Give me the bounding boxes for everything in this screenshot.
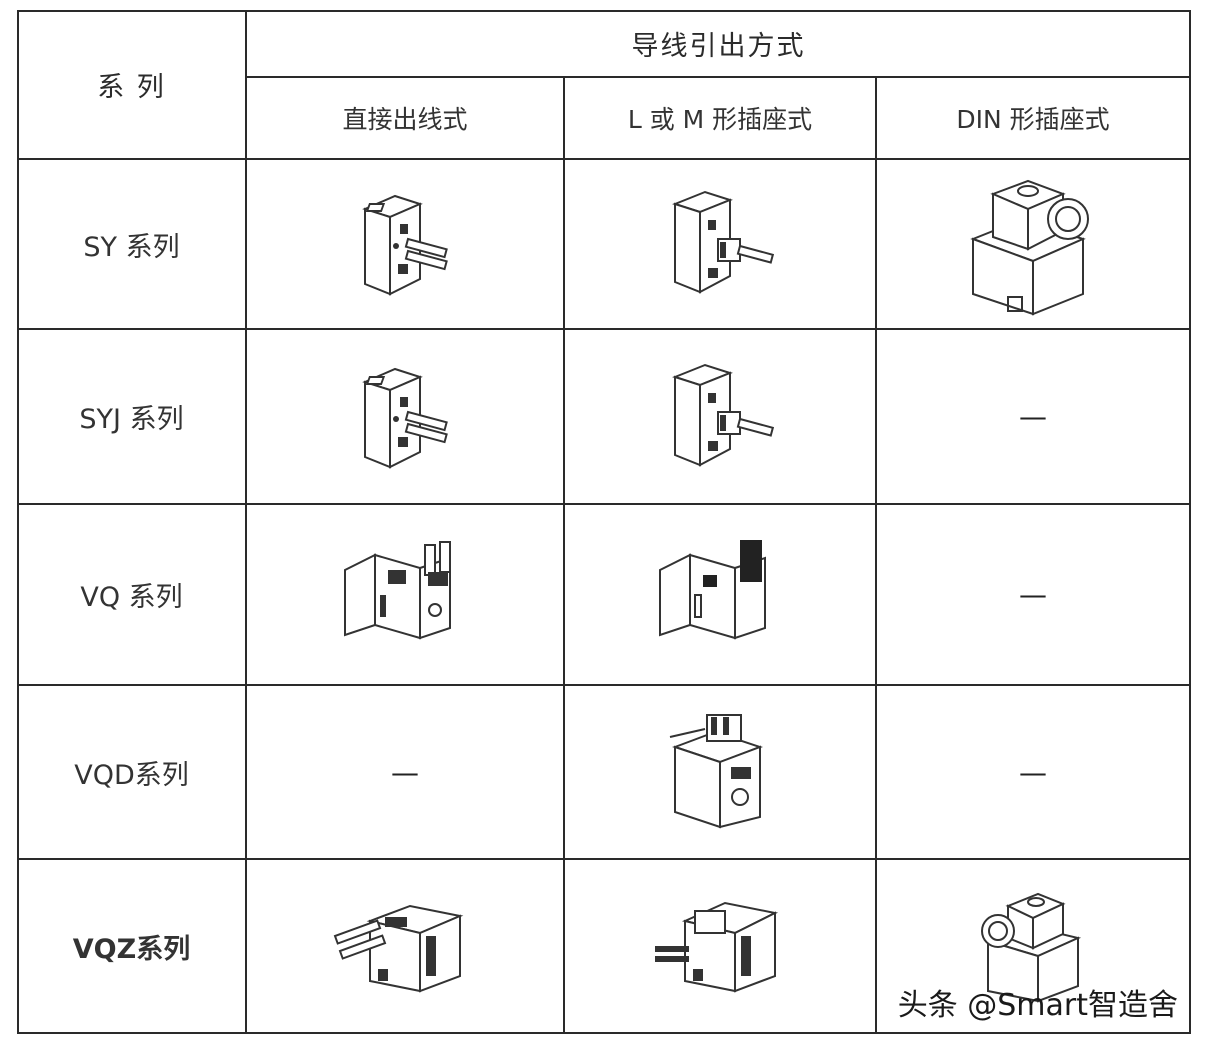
series-cell: SYJ 系列 [17, 330, 246, 503]
group-header-cell: 导线引出方式 [246, 10, 1191, 76]
column-header-label: DIN 形插座式 [956, 105, 1110, 134]
series-header-cell: 系 列 [17, 10, 246, 158]
table-cell-empty: — [246, 686, 564, 858]
table-cell-empty: — [876, 686, 1190, 858]
series-header: 系 列 [97, 71, 166, 103]
row-divider [17, 684, 1191, 686]
series-cell: VQD系列 [17, 686, 246, 858]
dash-mark: — [1019, 755, 1047, 789]
table-cell [876, 860, 1190, 1032]
row-divider [17, 328, 1191, 330]
table-cell [564, 505, 876, 684]
series-label: SYJ 系列 [79, 404, 184, 435]
table-border-top [17, 10, 1191, 12]
valve-vqz-lm-plug-icon [655, 901, 779, 993]
table-cell [246, 330, 564, 503]
column-divider [563, 76, 565, 1034]
dash-mark: — [1019, 578, 1047, 611]
series-cell: VQZ系列 [17, 860, 246, 1032]
column-header-label: 直接出线式 [342, 105, 468, 134]
series-label: VQ 系列 [80, 582, 183, 613]
header-bottom-line [17, 158, 1191, 160]
series-label: VQD系列 [74, 759, 189, 791]
column-header-direct: 直接出线式 [246, 78, 564, 158]
row-divider [17, 858, 1191, 860]
valve-vqz-direct-icon [333, 904, 464, 993]
series-label: VQZ系列 [72, 933, 191, 965]
table-cell [246, 505, 564, 684]
valve-vqz-din-plug-icon [981, 892, 1082, 1003]
table-border-right [1189, 10, 1191, 1034]
table-cell [564, 330, 876, 503]
group-header: 导线引出方式 [631, 30, 806, 62]
column-divider [245, 10, 247, 1034]
table-cell [876, 160, 1190, 328]
valve-vqd-lm-plug-icon [669, 714, 763, 829]
watermark: 头条 @Smart智造舍 [897, 988, 1178, 1023]
group-header-divider [246, 76, 1191, 78]
table-cell [564, 860, 876, 1032]
table-cell [246, 160, 564, 328]
table-cell [564, 160, 876, 328]
table-border-left [17, 10, 19, 1034]
valve-vq-lm-plug-icon [659, 539, 766, 639]
series-cell: SY 系列 [17, 160, 246, 328]
valve-lm-plug-icon [672, 190, 775, 294]
table-cell-empty: — [876, 505, 1190, 684]
valve-direct-icon [362, 194, 448, 296]
valve-vq-direct-icon [344, 540, 451, 639]
valve-lm-plug-icon [672, 363, 775, 467]
table-cell [246, 860, 564, 1032]
row-divider [17, 503, 1191, 505]
table-cell [564, 686, 876, 858]
table-cell-empty: — [876, 330, 1190, 503]
series-label: SY 系列 [83, 231, 180, 263]
dash-mark: — [391, 755, 419, 789]
column-header-lm-plug: L 或 M 形插座式 [564, 78, 876, 158]
column-divider [875, 76, 877, 1034]
column-header-label: L 或 M 形插座式 [627, 105, 813, 134]
dash-mark: — [1019, 400, 1047, 433]
column-header-din-plug: DIN 形插座式 [876, 78, 1190, 158]
table-border-bottom [17, 1032, 1191, 1034]
wiring-table: 系 列 导线引出方式 直接出线式 L 或 M 形插座式 DIN 形插座式 SY … [17, 10, 1191, 1034]
series-cell: VQ 系列 [17, 505, 246, 684]
valve-din-plug-icon [970, 179, 1089, 316]
valve-direct-icon [362, 367, 448, 469]
